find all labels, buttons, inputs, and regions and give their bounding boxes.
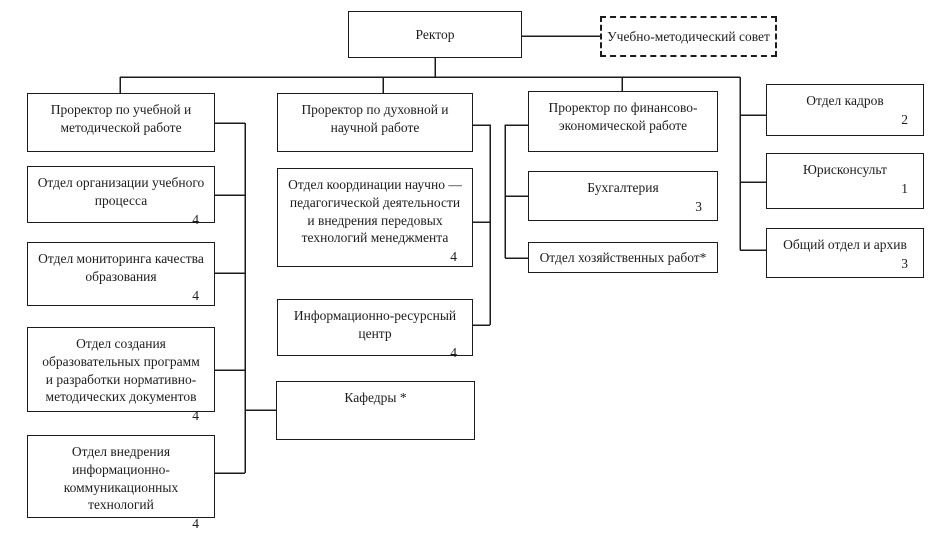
box-vice-rector-academic: Проректор по учебной и методической рабо… [27,93,215,152]
box-label: Ректор [415,26,455,42]
staff-count: 2 [901,111,908,127]
box-scientific-coordination-dept: Отдел координации научно — педагогическо… [277,168,473,267]
box-quality-monitoring-dept: Отдел мониторинга качества образования 4 [27,242,215,306]
box-label: Отдел внедрения информационно-коммуникац… [63,444,179,513]
box-legal-counsel: Юрисконсульт 1 [766,153,924,209]
box-departments-kafedry: Кафедры * [276,381,475,440]
staff-count: 4 [192,408,199,424]
box-label: Отдел организации учебного процесса [37,175,205,208]
box-label: Проректор по учебной и методической рабо… [50,102,192,135]
box-accounting-dept: Бухгалтерия 3 [528,171,718,221]
box-label: Проректор по финансово-экономической раб… [548,100,698,133]
staff-count: 4 [450,249,457,265]
box-hr-dept: Отдел кадров 2 [766,84,924,136]
box-label: Отдел кадров [806,93,884,108]
staff-count: 4 [192,516,199,532]
box-methodical-council: Учебно-методический совет [600,16,777,57]
box-label: Отдел хозяйственных работ* [539,250,707,265]
box-label: Учебно-методический совет [607,28,770,44]
box-label: Юрисконсульт [803,162,887,177]
box-ict-implementation-dept: Отдел внедрения информационно-коммуникац… [27,435,215,531]
box-label: Бухгалтерия [587,180,659,195]
staff-count: 4 [192,287,199,303]
box-vice-rector-spiritual: Проректор по духовной и научной работе [277,93,473,152]
box-vice-rector-finance: Проректор по финансово-экономической раб… [528,91,718,152]
box-information-resource-center: Информационно-ресурсный центр 4 [277,299,473,360]
staff-count: 1 [901,180,908,196]
box-label: Кафедры * [344,390,407,405]
box-general-dept-archive: Общий отдел и архив 3 [766,228,924,278]
box-label: Проректор по духовной и научной работе [301,102,449,135]
staff-count: 3 [695,198,702,214]
box-label: Отдел мониторинга качества образования [38,251,204,284]
box-household-works-dept: Отдел хозяйственных работ* [528,242,718,273]
box-rector: Ректор [348,11,522,58]
box-label: Информационно-ресурсный центр [293,308,457,341]
staff-count: 4 [192,211,199,227]
box-education-process-dept: Отдел организации учебного процесса 4 [27,166,215,227]
staff-count: 3 [901,255,908,271]
box-label: Отдел создания образовательных программ … [42,336,200,405]
staff-count: 4 [450,344,457,360]
box-label: Общий отдел и архив [783,237,907,252]
box-label: Отдел координации научно — педагогическо… [288,177,462,246]
box-program-development-dept: Отдел создания образовательных программ … [27,327,215,423]
